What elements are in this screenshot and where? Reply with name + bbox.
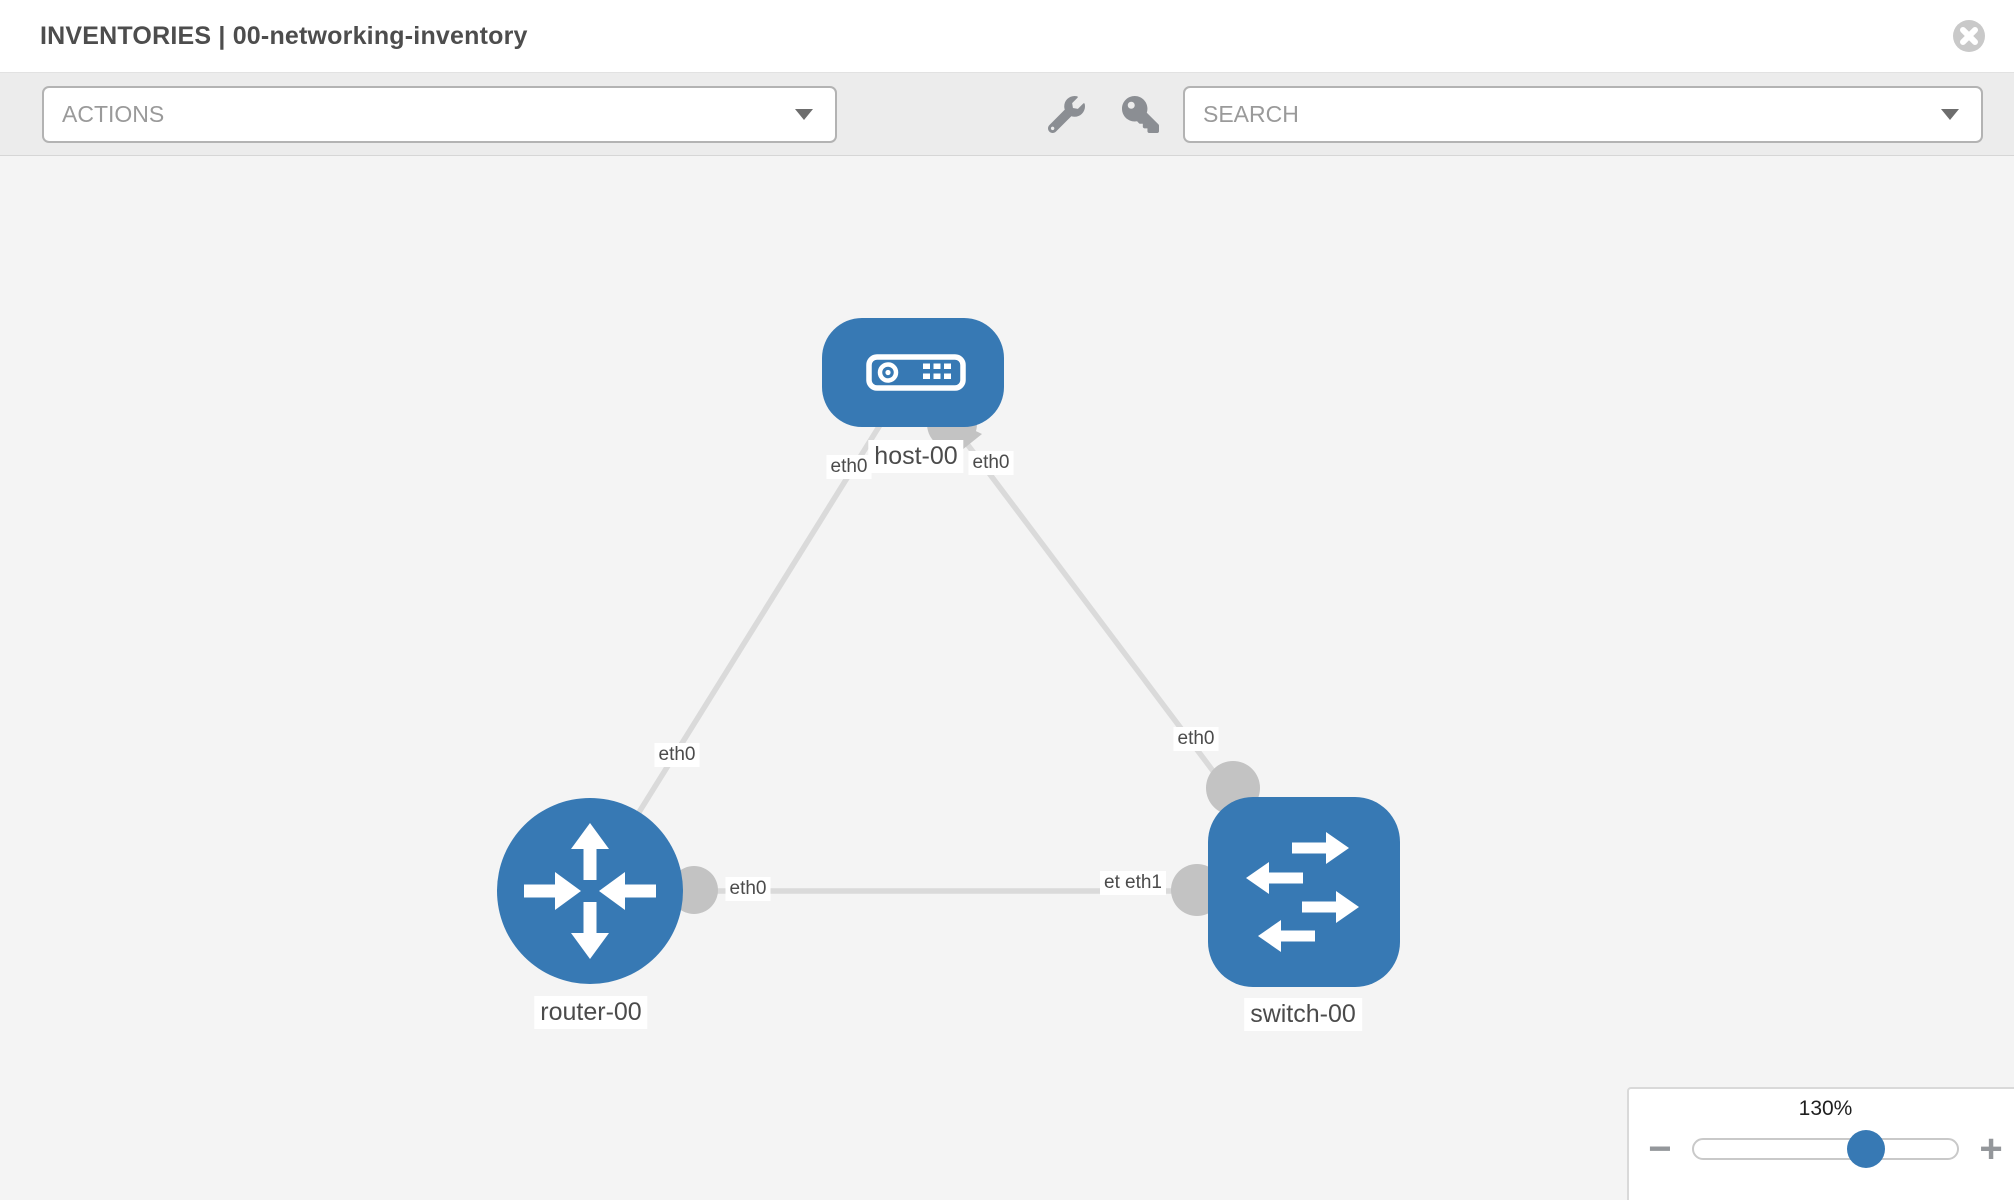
page-title: INVENTORIES | 00-networking-inventory (40, 22, 528, 50)
configure-button[interactable] (1044, 93, 1088, 137)
host-icon (866, 354, 966, 391)
header: INVENTORIES | 00-networking-inventory (0, 0, 2014, 73)
interface-label-host-to-router: eth0 (826, 455, 872, 479)
credentials-button[interactable] (1118, 93, 1162, 137)
toolbar: ACTIONS SEARCH (0, 73, 2014, 156)
topology-graph (497, 318, 1400, 987)
node-host-00[interactable] (822, 318, 1004, 427)
interface-label-router-to-switch: eth0 (725, 877, 771, 901)
node-label-router: router-00 (534, 996, 648, 1029)
switch-icon (1246, 832, 1359, 952)
node-switch-00[interactable] (1208, 797, 1400, 987)
wrench-icon (1047, 96, 1085, 133)
zoom-in-button[interactable]: + (1979, 1127, 2003, 1171)
router-icon (524, 823, 656, 959)
node-label-host: host-00 (868, 440, 964, 473)
topology-canvas[interactable]: host-00 router-00 switch-00 eth0 eth0 et… (0, 156, 2014, 1200)
interface-label-host-to-switch: eth0 (968, 451, 1014, 475)
chevron-down-icon (795, 109, 813, 120)
interface-label-switch-to-host: eth0 (1173, 727, 1219, 751)
actions-dropdown[interactable]: ACTIONS (42, 86, 837, 143)
zoom-slider-track[interactable] (1692, 1130, 1959, 1168)
close-button[interactable] (1952, 19, 1986, 53)
interface-label-router-to-host: eth0 (654, 743, 700, 767)
interface-label-switch-to-router-eth1: eth1 (1121, 871, 1166, 895)
chevron-down-icon (1941, 109, 1959, 120)
zoom-out-button[interactable]: − (1648, 1127, 1672, 1171)
actions-dropdown-label: ACTIONS (62, 101, 165, 127)
node-label-switch: switch-00 (1244, 998, 1362, 1031)
zoom-slider-knob[interactable] (1847, 1130, 1885, 1168)
close-icon (1953, 20, 1985, 52)
search-dropdown-label: SEARCH (1203, 101, 1299, 127)
node-router-00[interactable] (497, 798, 683, 984)
zoom-level: 130% (1798, 1097, 1853, 1120)
key-icon (1121, 96, 1159, 133)
toolbar-tools (1044, 73, 1162, 156)
zoom-panel: 130% − + (1627, 1087, 2014, 1200)
search-dropdown[interactable]: SEARCH (1183, 86, 1983, 143)
